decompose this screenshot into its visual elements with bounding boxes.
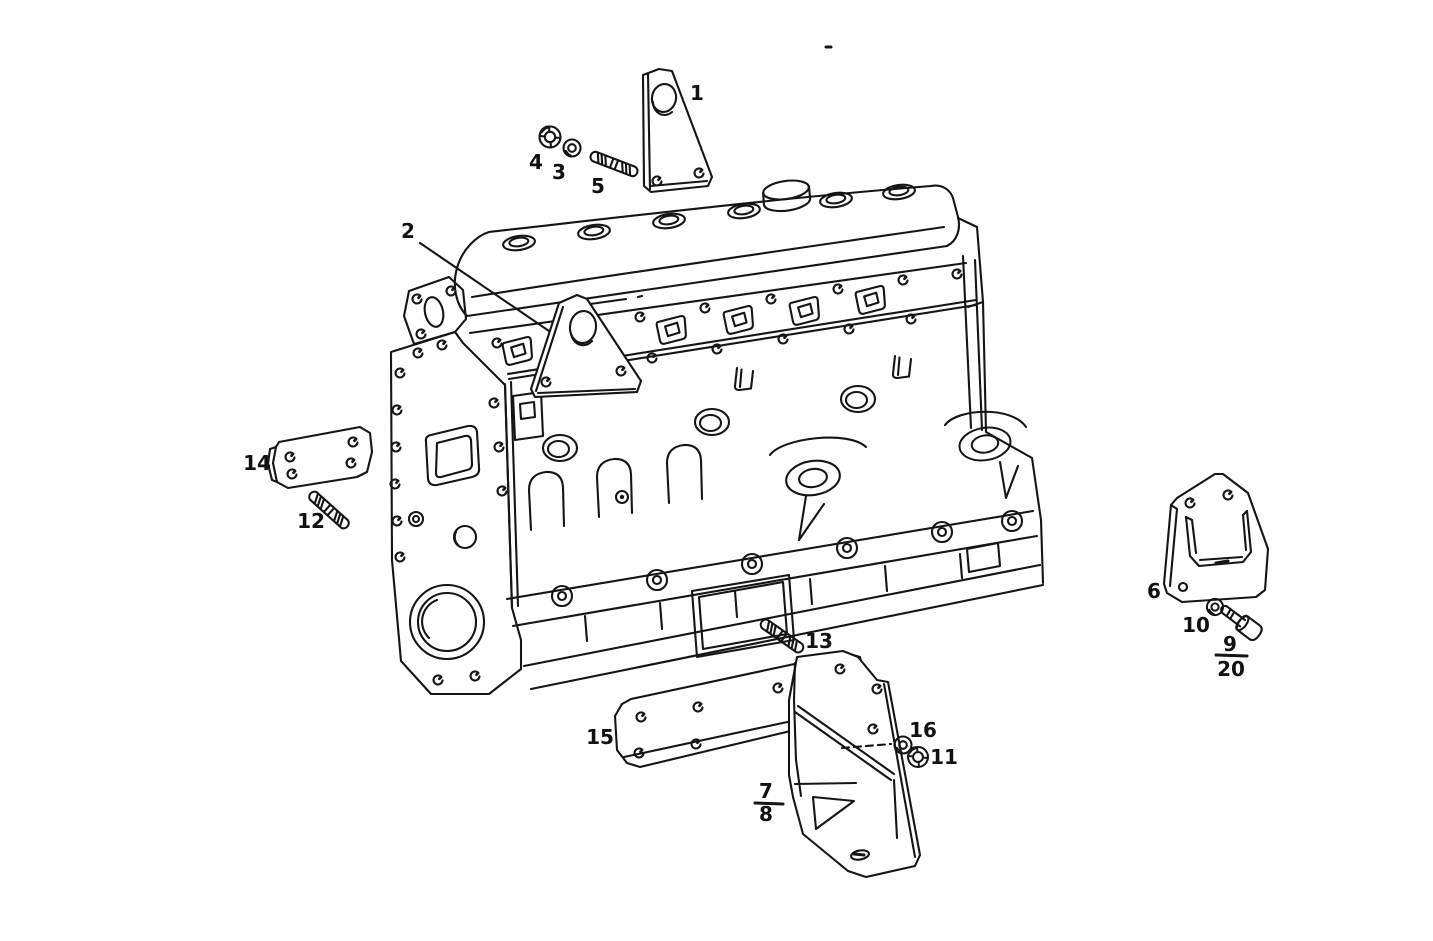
callout-11: 11 xyxy=(930,745,958,769)
callout-15: 15 xyxy=(586,725,614,749)
part-9-20-bolt xyxy=(1220,604,1263,642)
leader-line-2 xyxy=(418,241,551,333)
callout-5: 5 xyxy=(591,174,605,198)
callout-labels: 1 2 3 4 5 6 7 8 9 10 11 12 13 14 15 16 2… xyxy=(243,81,1245,826)
part-2-lifting-bracket-mounted xyxy=(529,293,643,399)
part-14-cover-plate xyxy=(266,425,374,490)
callout-13: 13 xyxy=(805,629,833,653)
callout-8: 8 xyxy=(759,802,773,826)
callout-4: 4 xyxy=(529,150,543,174)
part-6-mount-bracket xyxy=(1162,472,1270,604)
callout-7: 7 xyxy=(759,779,773,803)
part-3-washer xyxy=(562,138,582,158)
fraction-bar-7-8 xyxy=(753,801,785,806)
callout-2: 2 xyxy=(401,219,415,243)
callout-9: 9 xyxy=(1223,632,1237,656)
annotation-lines xyxy=(418,45,1249,806)
part-1-lifting-bracket xyxy=(641,67,714,194)
callout-16: 16 xyxy=(909,718,937,742)
part-4-nut xyxy=(537,124,563,150)
part-7-8-mount-bracket xyxy=(787,649,922,879)
callout-3: 3 xyxy=(552,160,566,184)
part-13-stud xyxy=(757,616,807,656)
engine-block-drawing xyxy=(389,179,1045,696)
oil-filler-cap xyxy=(761,179,812,213)
callout-10: 10 xyxy=(1182,613,1210,637)
callout-1: 1 xyxy=(690,81,704,105)
fraction-bar-9-20 xyxy=(1214,653,1249,658)
callout-20: 20 xyxy=(1217,657,1245,681)
callout-12: 12 xyxy=(297,509,325,533)
callout-14: 14 xyxy=(243,451,271,475)
part-11-nut xyxy=(906,745,930,769)
callout-6: 6 xyxy=(1147,579,1161,603)
front-face xyxy=(389,275,523,696)
